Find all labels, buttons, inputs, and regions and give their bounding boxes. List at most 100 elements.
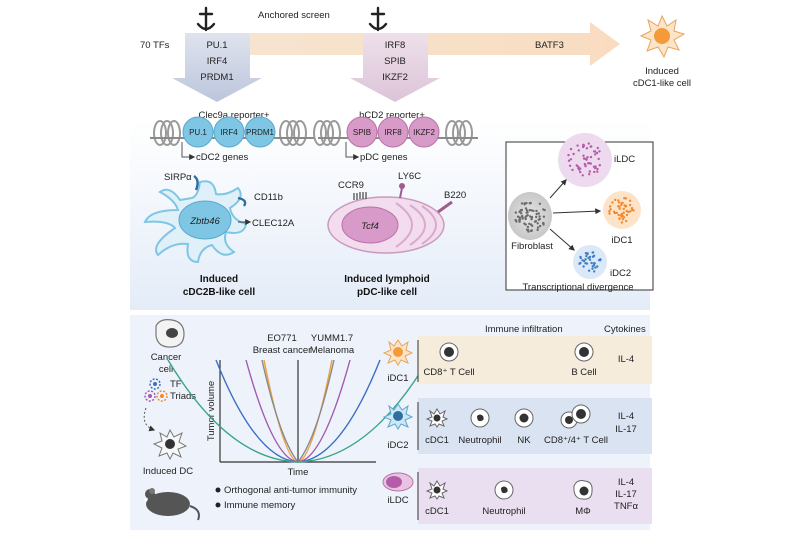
macrophage-icon [573, 480, 593, 500]
cluster-dot [598, 150, 601, 153]
cluster-dot [568, 164, 572, 167]
cluster-dot [593, 270, 596, 273]
cd8-cd4-t-cell-icon [560, 404, 591, 429]
cluster-dot [587, 269, 591, 272]
pdc-caption-1: Induced lymphoid [344, 274, 430, 285]
cdc2b-caption-1: Induced [200, 274, 238, 285]
cluster-dot [538, 215, 541, 218]
pdc-nucleus-label: Tcf4 [361, 221, 379, 232]
cluster-dot [597, 157, 600, 161]
cluster-dot [592, 165, 596, 168]
cluster-dot [590, 261, 593, 265]
tumor-curve [245, 359, 299, 463]
cluster-dot [536, 228, 539, 232]
tumor-curve [261, 359, 299, 463]
tf-bead [408, 116, 440, 148]
cluster-dot [609, 208, 612, 211]
cluster-dot [594, 266, 597, 269]
row-idc2-cytokine-2: IL-17 [615, 424, 637, 435]
cluster-dot [592, 150, 596, 153]
anchored-screen: Anchored screen 70 TFs PU.1 IRF4 PRDM1 I… [140, 6, 691, 102]
tf-bead [182, 116, 214, 148]
cluster-dot [536, 226, 540, 229]
idc1-cluster [603, 191, 641, 229]
cluster-dot [532, 209, 535, 213]
bullet-1: Orthogonal anti-tumor immunity [224, 485, 357, 496]
cluster-dot [622, 207, 625, 211]
cluster-dot [525, 211, 528, 214]
cluster-dot [611, 201, 614, 204]
cluster-dot [589, 145, 592, 148]
cluster-dot [599, 258, 602, 261]
cluster-dot [524, 223, 527, 226]
cluster-dot [525, 201, 528, 205]
cluster-dot [582, 154, 585, 157]
row-idc2-cell-3: NK [517, 435, 531, 446]
cytokines-header: Cytokines [604, 324, 646, 335]
cluster-dot [520, 202, 524, 205]
cluster-dot [617, 201, 621, 204]
row-idc2-cell-1: cDC1 [425, 435, 449, 446]
row-idc2-cytokine-1: IL-4 [618, 411, 634, 422]
dna-coil-icon [313, 120, 341, 146]
tumor-curves [167, 359, 429, 463]
cdc2b-nucleus [178, 200, 232, 240]
cluster-dot [538, 202, 542, 205]
divergence-caption: Transcriptional divergence [522, 282, 633, 293]
cluster-dot [529, 223, 533, 226]
divergence-panel: Fibroblast iLDC iDC1 iDC2 Transcriptiona… [505, 133, 654, 293]
cluster-dot [542, 208, 545, 211]
dna-coil-icon [153, 120, 181, 146]
ly6c-marker: LY6C [398, 171, 421, 182]
cluster-dot [571, 168, 574, 172]
idc2-cluster [573, 245, 607, 279]
cluster-dot [617, 199, 620, 202]
induced-cdc1-label-1: Induced [645, 66, 679, 77]
tumor-curve [263, 359, 299, 463]
cluster-dot [567, 159, 571, 162]
cdc2-bead-1: PU.1 [189, 128, 207, 137]
cluster-dot [595, 151, 599, 155]
pdc-cell: Tcf4 CCR9 LY6C B220 Induced lymphoid pDC… [327, 171, 466, 298]
cd8-t-cell-icon [439, 342, 459, 362]
cluster-dot [514, 218, 517, 222]
cluster-dot [620, 212, 624, 216]
b-cell-icon [574, 342, 594, 362]
clec12a-marker: CLEC12A [252, 218, 295, 229]
tumor-curve [297, 359, 351, 463]
cluster-dot [622, 216, 626, 219]
cluster-dot [632, 209, 635, 212]
tf-triads-icon [144, 378, 168, 402]
cluster-dot [542, 223, 545, 226]
row-ildc-cell-1: cDC1 [425, 506, 449, 517]
cdc2-bead-2: IRF4 [220, 128, 238, 137]
cluster-dot [528, 209, 531, 212]
cluster-dot [629, 210, 632, 213]
b220-receptor-icon [437, 200, 453, 214]
mouse-icon [144, 488, 200, 521]
cdc2-bead-3: PRDM1 [246, 128, 275, 137]
cluster-dot [579, 170, 582, 174]
cluster-dot [621, 214, 624, 217]
cluster-dot [614, 198, 617, 202]
cluster-dot [572, 152, 575, 156]
row-idc2-cell-4: CD8⁺/4⁺ T Cell [544, 435, 608, 446]
cluster-dot [569, 158, 573, 161]
cdc2b-cell: Zbtb46 SIRPα CD11b CLEC12A Induced cDC2B… [143, 172, 295, 298]
fibroblast-label: Fibroblast [511, 241, 553, 252]
cluster-dot [587, 142, 590, 145]
fibroblast-dots [514, 201, 546, 233]
induced-cdc1-label-2: cDC1-like cell [633, 78, 691, 89]
cluster-dot [586, 252, 589, 255]
cdc2-reporter: Clec9a reporter+ [198, 110, 269, 121]
cluster-dot [596, 146, 599, 150]
cluster-dot [579, 261, 582, 265]
cluster-dot [596, 170, 599, 173]
cluster-dot [618, 217, 621, 220]
idc2-label: iDC2 [610, 268, 631, 279]
b220-marker: B220 [444, 190, 466, 201]
cluster-dot [525, 209, 529, 212]
cluster-dot [524, 207, 528, 210]
cluster-dot [530, 229, 533, 232]
